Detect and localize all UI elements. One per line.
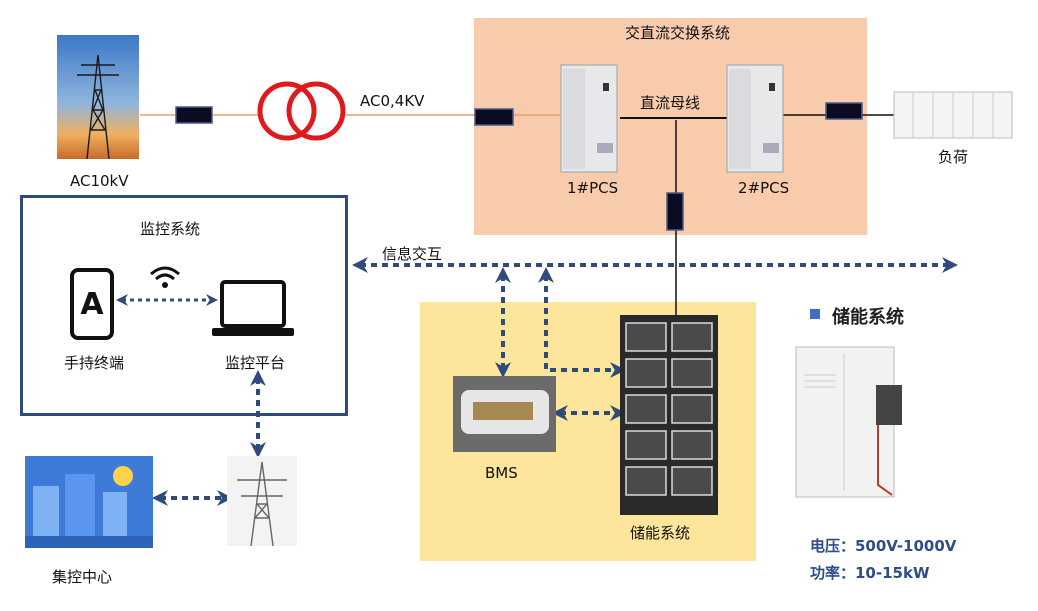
ac-dc-system-title: 交直流交换系统 <box>625 24 731 42</box>
transformer-coil-2 <box>286 81 346 141</box>
bms-label: BMS <box>485 464 518 482</box>
low-voltage-label: AC0,4KV <box>360 92 425 110</box>
power-tower-photo <box>57 35 139 159</box>
handheld-glyph: A <box>80 286 104 322</box>
laptop-icon <box>212 280 294 336</box>
battery-info-arrow <box>538 267 626 378</box>
control-center-label: 集控中心 <box>52 568 113 586</box>
pcs2-cabinet-icon <box>726 64 784 173</box>
pcs1-label: 1#PCS <box>567 179 619 197</box>
product-title: 储能系统 <box>832 307 904 328</box>
transformer-coil-1 <box>257 81 317 141</box>
load-label: 负荷 <box>938 148 969 166</box>
monitoring-platform-label: 监控平台 <box>225 354 286 372</box>
load-panel-icon <box>893 91 1013 139</box>
battery-rack-icon <box>620 315 718 515</box>
bullet-square-icon <box>810 309 820 319</box>
breaker-3 <box>825 102 863 120</box>
breaker-2 <box>474 108 514 126</box>
storage-cabinet-product-icon <box>795 346 902 498</box>
monitoring-system-title: 监控系统 <box>140 220 201 238</box>
voltage-spec: 电压：500V-1000V <box>810 537 957 555</box>
handheld-terminal-icon: A <box>70 268 114 340</box>
breaker-1 <box>175 106 213 124</box>
pcs2-label: 2#PCS <box>738 179 790 197</box>
bms-module-icon <box>453 376 556 452</box>
wifi-icon <box>150 266 180 288</box>
grid-voltage-label: AC10kV <box>70 172 129 190</box>
transmission-tower-icon <box>227 456 297 546</box>
dc-bus-label: 直流母线 <box>640 94 701 112</box>
battery-system-label: 储能系统 <box>630 524 691 542</box>
breaker-4 <box>666 192 684 231</box>
handheld-terminal-label: 手持终端 <box>64 354 125 372</box>
pcs1-cabinet-icon <box>560 64 618 173</box>
control-center-illustration <box>25 456 153 548</box>
info-exchange-label: 信息交互 <box>382 245 443 263</box>
power-spec: 功率：10-15kW <box>810 564 930 582</box>
